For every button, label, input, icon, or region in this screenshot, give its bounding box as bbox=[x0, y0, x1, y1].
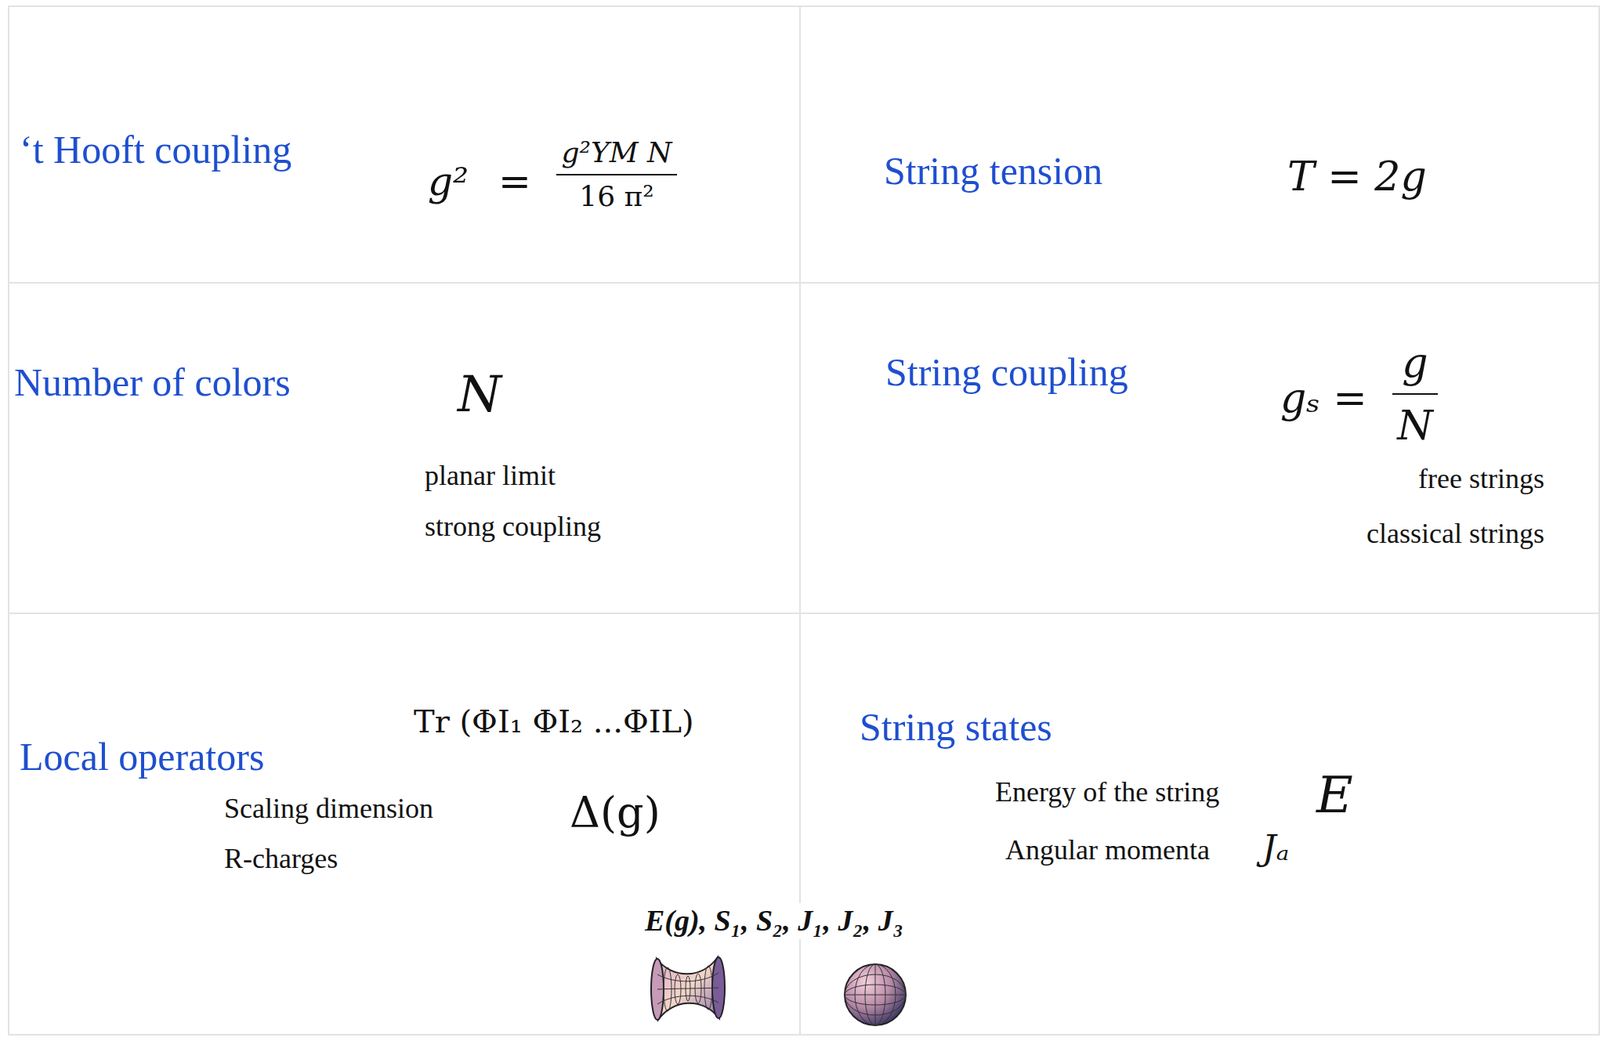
string-states-cell: String statesEnergy of the string E Angula… bbox=[799, 612, 1600, 1036]
note-text: free strings bbox=[1418, 462, 1545, 496]
colors-cell: Number of colors Nplanar limit strong coup… bbox=[7, 282, 801, 615]
formula: N bbox=[457, 364, 502, 425]
formula: g² bbox=[427, 158, 469, 206]
string-tension-cell: String tension T = 2g bbox=[799, 5, 1600, 284]
note-text: Scaling dimension bbox=[224, 792, 434, 826]
formula: = bbox=[498, 158, 532, 206]
formula: E bbox=[1316, 765, 1354, 826]
cell-heading: String states bbox=[859, 703, 1053, 751]
note-text: Energy of the string bbox=[995, 775, 1220, 810]
cell-heading: String tension bbox=[883, 147, 1103, 195]
note-text: Angular momenta bbox=[1005, 833, 1210, 868]
hooft-coupling-cell: ‘t Hooft coupling g² = g²YM N 16 π² bbox=[7, 5, 801, 284]
note-text: classical strings bbox=[1366, 517, 1545, 551]
ads-hyperboloid bbox=[651, 957, 725, 1021]
formula: Tr (ΦI₁ ΦI₂ ...ΦIL) bbox=[413, 702, 695, 741]
formula: 16 π² bbox=[579, 179, 654, 214]
cell-heading: ‘t Hooft coupling bbox=[19, 126, 292, 174]
formula: N bbox=[1397, 401, 1434, 450]
formula: Jₐ bbox=[1262, 828, 1289, 870]
quantum-numbers-label: E(g), S₁, S₂, J₁, J₂, J₃ bbox=[641, 903, 907, 940]
formula: T = 2g bbox=[1287, 152, 1427, 201]
note-text: R-charges bbox=[224, 842, 338, 877]
formula: Δ(g) bbox=[569, 788, 661, 840]
note-text: strong coupling bbox=[424, 510, 601, 544]
cell-heading: Local operators bbox=[19, 733, 265, 781]
operators-cell: Tr (ΦI₁ ΦI₂ ...ΦIL) Local operatorsScalin… bbox=[7, 612, 801, 1036]
sphere bbox=[844, 964, 906, 1026]
formula: g bbox=[1401, 338, 1428, 388]
string-coupling-cell: String coupling gₛ = gNfree strings classic… bbox=[799, 282, 1600, 615]
cell-heading: Number of colors bbox=[14, 358, 291, 406]
cell-heading: String coupling bbox=[885, 348, 1129, 396]
formula: gₛ = bbox=[1280, 373, 1368, 423]
fraction-bar bbox=[556, 173, 677, 176]
fraction-bar bbox=[1392, 393, 1438, 395]
formula: g²YM N bbox=[561, 135, 672, 170]
note-text: planar limit bbox=[424, 459, 556, 493]
